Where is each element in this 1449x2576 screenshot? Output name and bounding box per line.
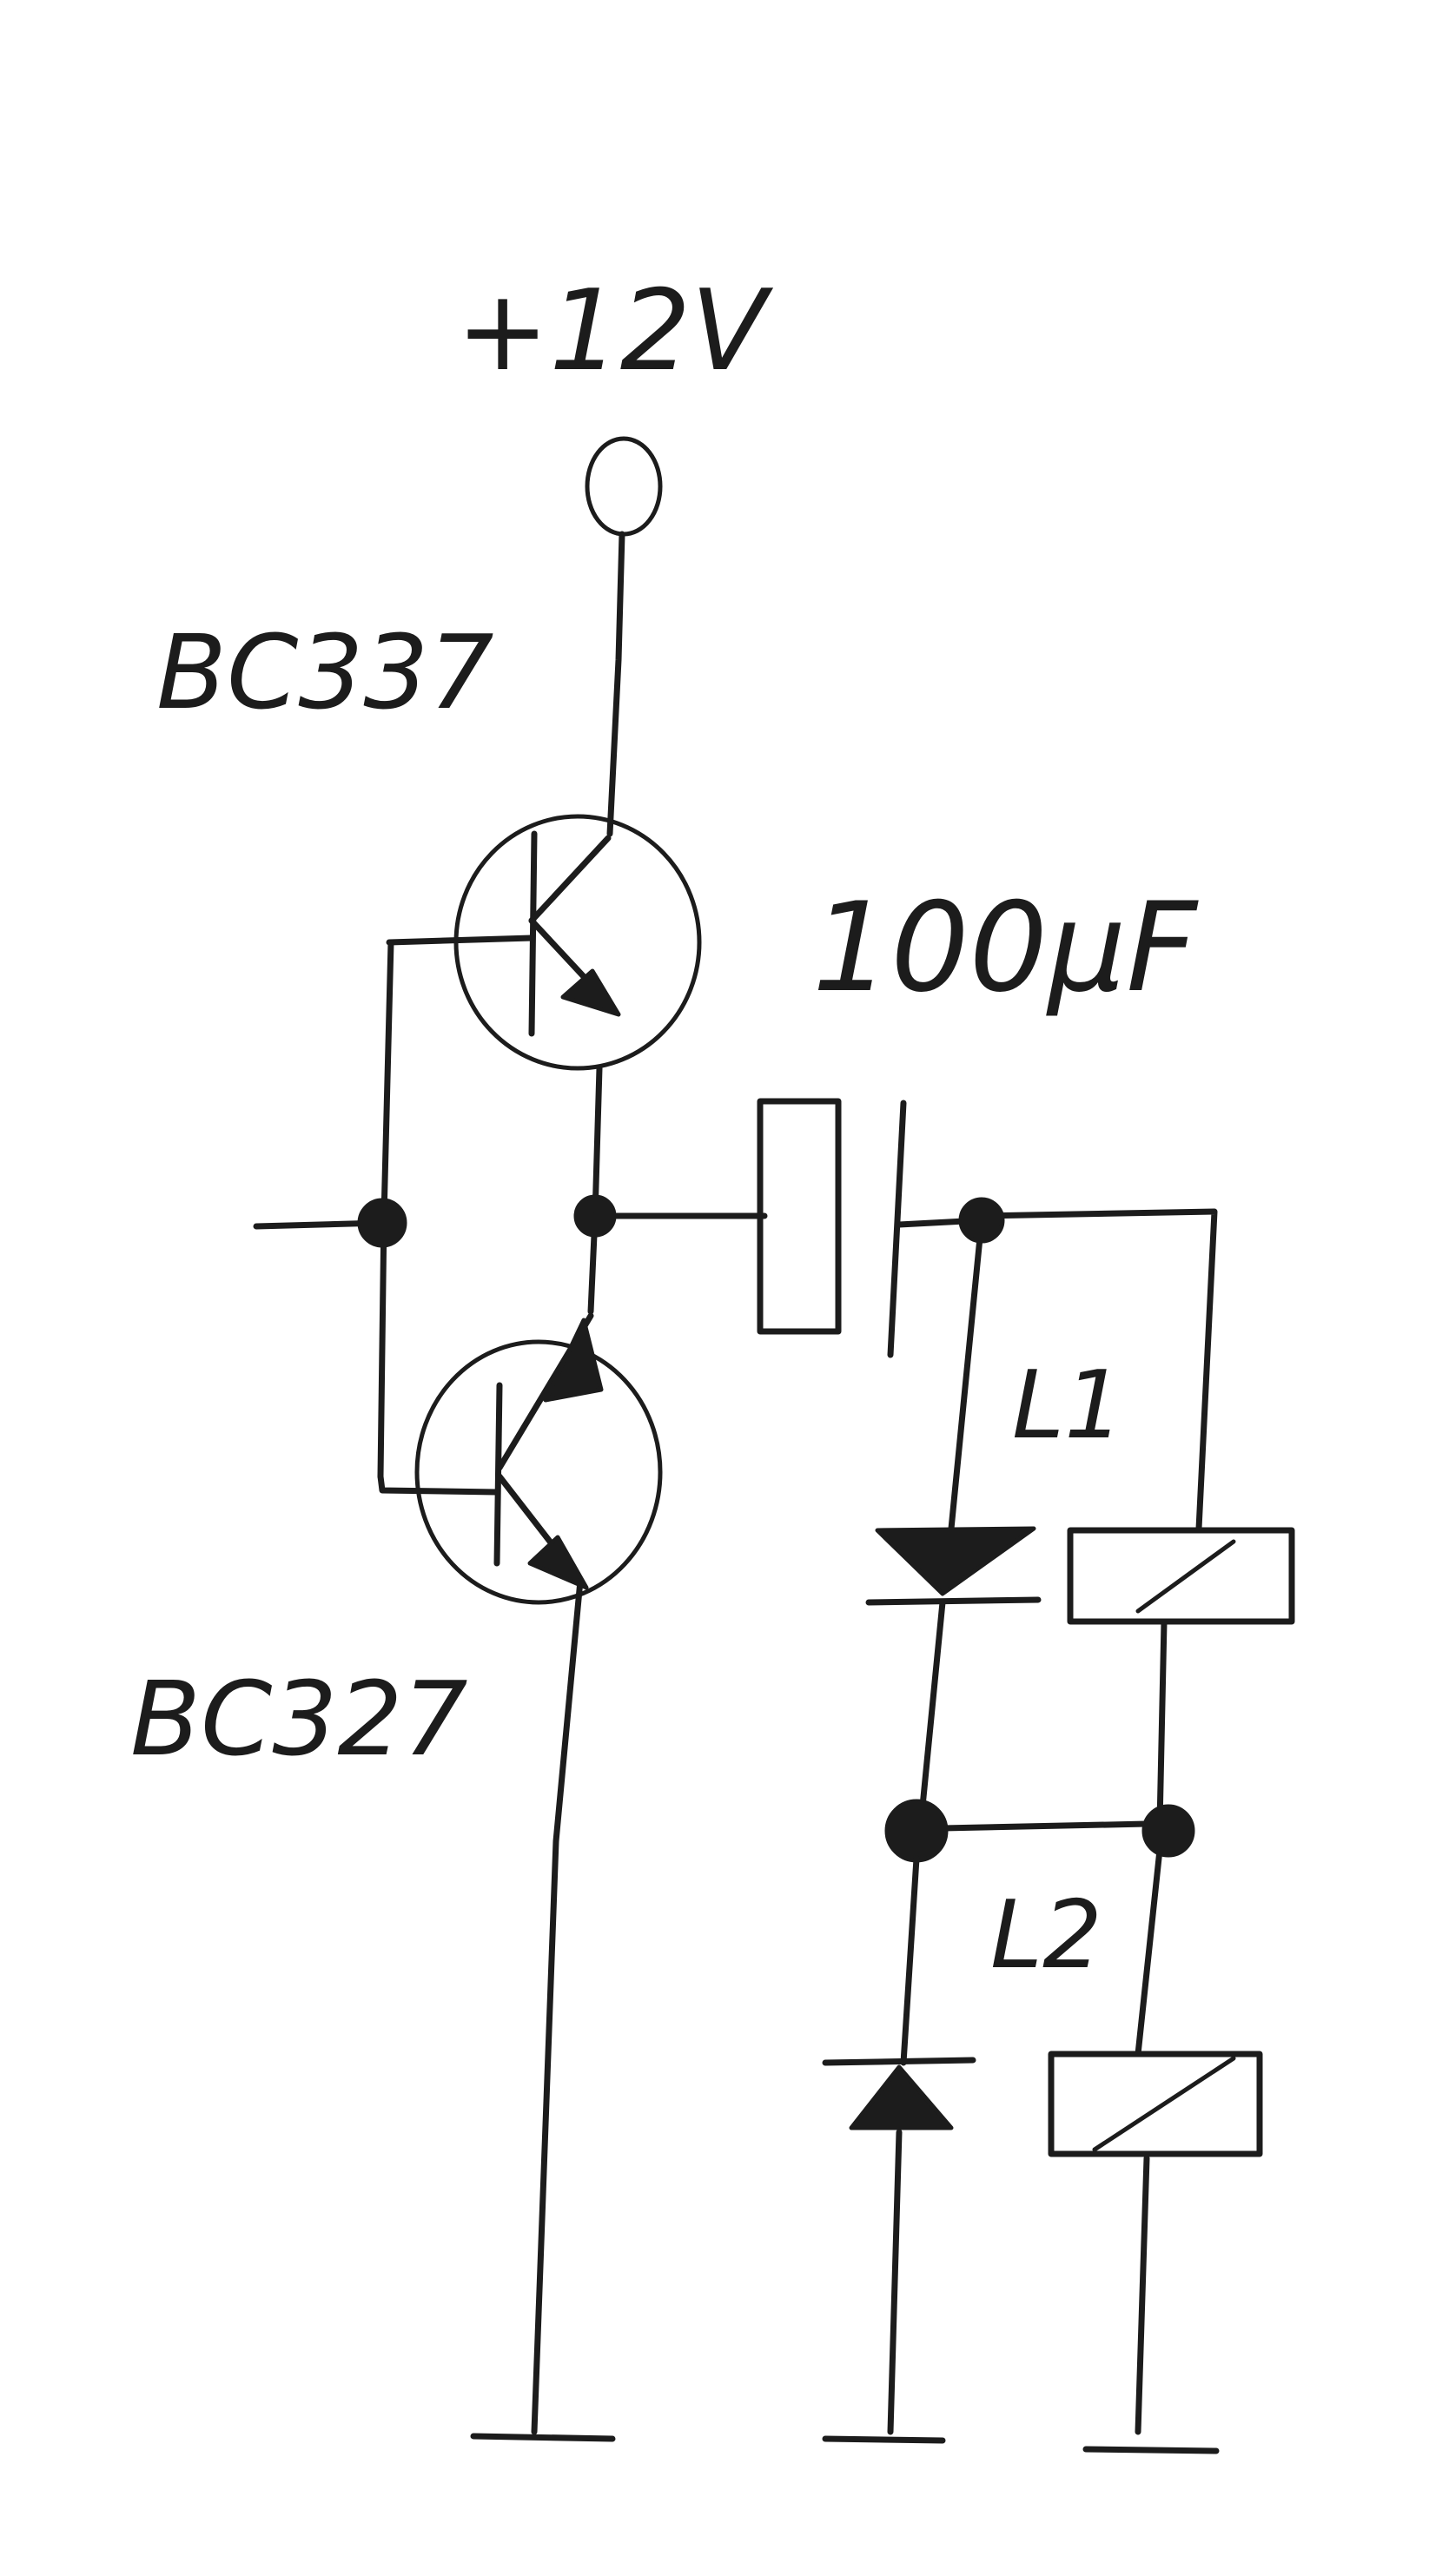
lower-transistor-body [414, 1339, 663, 1605]
coil-mid-junction-dot [1141, 1804, 1195, 1858]
wire-upper-emitter-to-output [592, 1065, 603, 1219]
ground-symbol-coil [1082, 2446, 1220, 2454]
capacitor-label: 100µF [812, 876, 1199, 1020]
coil-l1-diagonal [1135, 1539, 1236, 1614]
capacitor-negative-plate [887, 1100, 907, 1358]
coil-l1-box [1067, 1527, 1295, 1625]
supply-label: +12V [456, 267, 773, 396]
lower-diode [822, 1855, 976, 2435]
upper-transistor-label: BC337 [156, 612, 494, 732]
upper-transistor-collector-leg [528, 835, 612, 924]
upper-transistor-base-lead [386, 935, 535, 946]
wire-node-to-upper-diode [948, 1217, 985, 1532]
wire-supply-to-collector [606, 531, 625, 837]
coil-l2-box [1048, 2051, 1263, 2157]
upper-diode [865, 1217, 1042, 1827]
wire-lower-collector-to-ground [531, 1577, 584, 2435]
capacitor [592, 1098, 985, 1358]
wire-output-to-lower-emitter [587, 1212, 599, 1315]
lower-diode-bar [822, 2057, 976, 2066]
ground-symbol-transistors [470, 2433, 616, 2442]
wire-coil-l2-to-ground [1135, 2155, 1150, 2435]
coil-l1-label: L1 [1012, 1351, 1124, 1460]
lower-diode-triangle [849, 2064, 954, 2130]
ground-symbol-diodes [822, 2435, 946, 2444]
coil-l2-label: L2 [990, 1881, 1102, 1990]
wire-coil-l1-to-mid-node [1156, 1619, 1168, 1827]
input-junction-dot [357, 1198, 407, 1248]
wire-mid-node-to-coil-l2 [1135, 1846, 1163, 2057]
wire-mid-nodes-link [939, 1820, 1150, 1832]
upper-transistor-base-bar [528, 830, 538, 1037]
supply-terminal [585, 436, 663, 537]
lower-transistor-base-lead [377, 1473, 500, 1496]
lower-emitter-arrow [543, 1318, 604, 1403]
upper-diode-bar [865, 1596, 1042, 1606]
capacitor-positive-plate [757, 1098, 842, 1335]
wire-lower-diode-to-ground [887, 2129, 903, 2435]
upper-diode-triangle [875, 1526, 1036, 1596]
lower-transistor-label: BC327 [130, 1659, 468, 1779]
coil-l2 [1048, 1846, 1263, 2435]
wire-node-to-coil-branch [978, 1208, 1218, 1532]
coil-l1 [1067, 1527, 1295, 1827]
diode-mid-junction-dot [884, 1799, 949, 1863]
upper-transistor-body [453, 814, 702, 1071]
upper-transistor-npn [386, 814, 702, 1219]
wire-mid-node-to-lower-diode [900, 1855, 920, 2066]
lower-transistor-pnp [377, 1212, 663, 2435]
coil-l2-diagonal [1092, 2056, 1236, 2152]
wire-upper-diode-to-mid-node [917, 1599, 946, 1827]
lower-collector-arrow [527, 1535, 589, 1590]
upper-emitter-arrow [560, 968, 621, 1017]
